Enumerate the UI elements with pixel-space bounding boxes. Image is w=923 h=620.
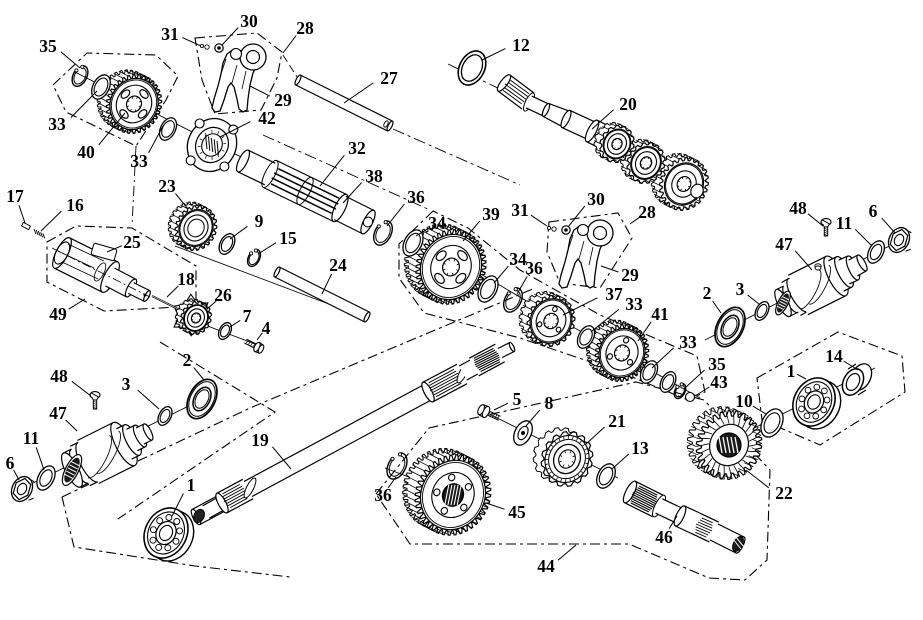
- svg-text:45: 45: [508, 502, 526, 522]
- svg-text:30: 30: [240, 11, 258, 31]
- svg-text:26: 26: [214, 285, 232, 305]
- svg-text:35: 35: [39, 36, 57, 56]
- svg-text:48: 48: [50, 366, 68, 386]
- svg-text:3: 3: [122, 374, 131, 394]
- svg-text:36: 36: [374, 485, 392, 505]
- svg-text:7: 7: [243, 306, 252, 326]
- svg-text:1: 1: [787, 361, 796, 381]
- svg-text:27: 27: [380, 68, 398, 88]
- svg-text:33: 33: [130, 151, 148, 171]
- svg-text:29: 29: [621, 265, 639, 285]
- svg-text:32: 32: [348, 138, 366, 158]
- svg-text:43: 43: [710, 372, 728, 392]
- svg-text:39: 39: [482, 204, 500, 224]
- svg-text:40: 40: [77, 142, 95, 162]
- svg-text:44: 44: [537, 556, 555, 576]
- svg-text:4: 4: [262, 318, 271, 338]
- svg-text:37: 37: [605, 284, 623, 304]
- svg-text:28: 28: [638, 202, 656, 222]
- svg-text:6: 6: [6, 453, 15, 473]
- svg-text:46: 46: [655, 527, 673, 547]
- svg-text:33: 33: [625, 294, 643, 314]
- svg-text:48: 48: [789, 198, 807, 218]
- svg-text:35: 35: [708, 354, 726, 374]
- svg-text:33: 33: [679, 332, 697, 352]
- svg-text:11: 11: [23, 428, 40, 448]
- svg-text:47: 47: [775, 234, 793, 254]
- svg-text:18: 18: [177, 269, 195, 289]
- svg-text:22: 22: [775, 483, 793, 503]
- svg-text:28: 28: [296, 18, 314, 38]
- svg-text:6: 6: [869, 201, 878, 221]
- svg-text:41: 41: [651, 304, 669, 324]
- svg-text:2: 2: [703, 283, 712, 303]
- svg-text:16: 16: [66, 195, 84, 215]
- svg-text:49: 49: [49, 304, 67, 324]
- svg-text:2: 2: [183, 350, 192, 370]
- svg-text:10: 10: [735, 391, 753, 411]
- svg-text:31: 31: [161, 24, 179, 44]
- svg-text:24: 24: [329, 255, 347, 275]
- svg-text:30: 30: [587, 189, 605, 209]
- svg-text:47: 47: [49, 403, 67, 423]
- svg-text:9: 9: [255, 211, 264, 231]
- svg-text:11: 11: [836, 213, 853, 233]
- svg-text:8: 8: [545, 393, 554, 413]
- svg-text:15: 15: [279, 228, 297, 248]
- svg-text:34: 34: [509, 249, 527, 269]
- svg-text:25: 25: [123, 232, 141, 252]
- svg-text:12: 12: [512, 35, 530, 55]
- svg-text:31: 31: [511, 200, 529, 220]
- svg-text:13: 13: [631, 438, 649, 458]
- svg-text:17: 17: [6, 186, 24, 206]
- svg-text:1: 1: [187, 475, 196, 495]
- svg-text:14: 14: [825, 346, 843, 366]
- svg-text:21: 21: [608, 411, 626, 431]
- svg-text:38: 38: [365, 166, 383, 186]
- svg-text:20: 20: [619, 94, 637, 114]
- svg-text:19: 19: [251, 430, 269, 450]
- svg-text:34: 34: [428, 213, 446, 233]
- svg-text:36: 36: [525, 258, 543, 278]
- svg-text:33: 33: [48, 114, 66, 134]
- svg-text:42: 42: [258, 108, 276, 128]
- svg-text:5: 5: [513, 389, 522, 409]
- svg-text:29: 29: [274, 90, 292, 110]
- svg-text:3: 3: [736, 279, 745, 299]
- svg-text:23: 23: [158, 176, 176, 196]
- svg-text:36: 36: [407, 187, 425, 207]
